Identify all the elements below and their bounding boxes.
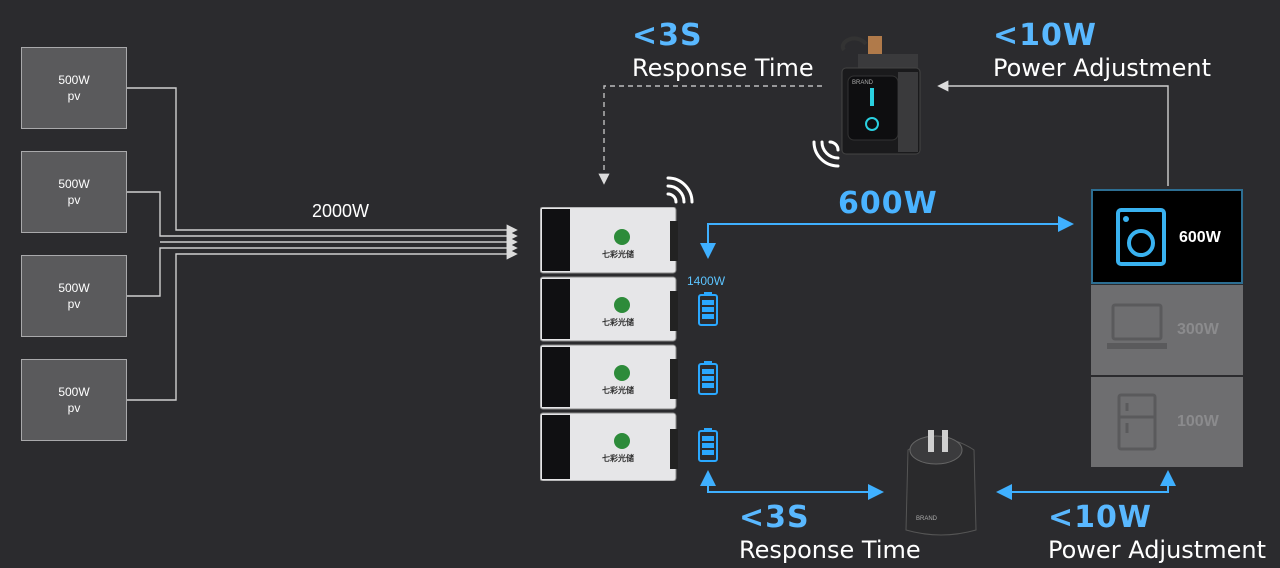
battery-logo: 七彩光储 (602, 318, 634, 327)
smart-meter: BRAND (838, 36, 922, 162)
appliance-card: 100W (1091, 377, 1243, 467)
wifi-icon (666, 176, 694, 204)
pv-power: 500W (58, 385, 90, 399)
battery-power-label: 1400W (687, 274, 726, 288)
pv-label: pv (67, 193, 81, 207)
appliance-power: 300W (1177, 321, 1219, 338)
battery-logo: 七彩光储 (602, 386, 634, 395)
smart-plug: BRAND (896, 420, 986, 540)
pv-panel: 500W pv (21, 151, 127, 233)
meter-wifi-icon (812, 140, 840, 168)
laptop-icon (1107, 303, 1167, 349)
battery-logo: 七彩光储 (602, 454, 634, 463)
battery-icon (698, 428, 718, 462)
pv-total-label: 2000W (312, 201, 370, 221)
response-time-label-top: Response Time (632, 54, 814, 82)
power-adjustment-value-top: <10W (993, 18, 1097, 53)
appliance-power: 100W (1177, 413, 1219, 430)
appliance-card: 300W (1091, 285, 1243, 375)
pv-label: pv (67, 401, 81, 415)
power-adjustment-value-bottom: <10W (1048, 500, 1152, 535)
power-adjustment-label-top: Power Adjustment (993, 54, 1211, 82)
response-time-label-bottom: Response Time (739, 536, 921, 564)
output-power-label: 600W (838, 186, 938, 221)
battery-logo: 七彩光储 (602, 250, 634, 259)
pv-power: 500W (58, 177, 90, 191)
pv-label: pv (67, 89, 81, 103)
battery-icon (698, 292, 718, 326)
pv-panel: 500W pv (21, 359, 127, 441)
appliance-power: 600W (1179, 229, 1221, 246)
pv-power: 500W (58, 281, 90, 295)
washing-machine-icon (1116, 208, 1166, 266)
response-time-value-top: <3S (632, 18, 703, 53)
battery-stack: 七彩光储 七彩光储 七彩光储 七彩光储 (539, 206, 678, 482)
fridge-icon (1117, 393, 1157, 451)
power-adjustment-label-bottom: Power Adjustment (1048, 536, 1266, 564)
response-time-value-bottom: <3S (739, 500, 810, 535)
appliance-card-active: 600W (1091, 189, 1243, 284)
pv-power: 500W (58, 73, 90, 87)
pv-label: pv (67, 297, 81, 311)
pv-panel: 500W pv (21, 255, 127, 337)
plug-brand: BRAND (916, 516, 938, 522)
meter-brand: BRAND (852, 80, 874, 86)
battery-icon (698, 361, 718, 395)
pv-panel: 500W pv (21, 47, 127, 129)
